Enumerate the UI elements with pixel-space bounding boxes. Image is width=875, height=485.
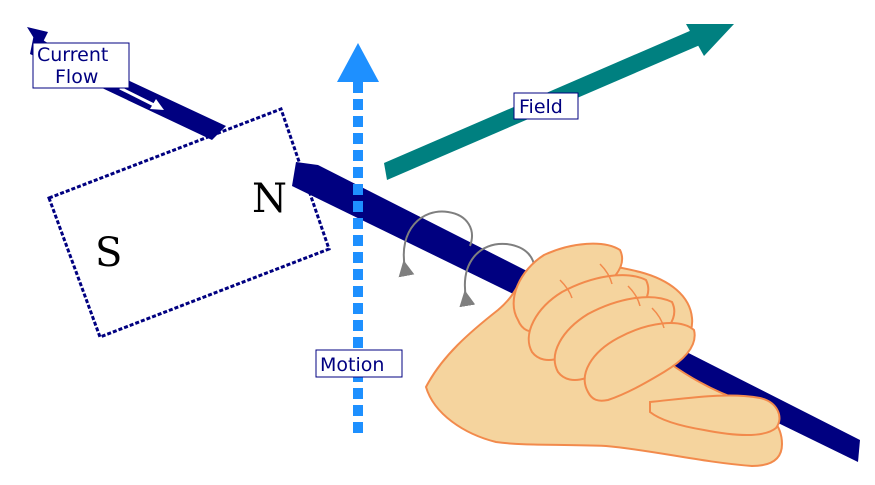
curl-arrow-right: [459, 242, 536, 308]
label-field-box: [513, 92, 579, 120]
label-current-flow: Current Flow: [32, 42, 130, 89]
motion-arrow-head: [337, 43, 379, 82]
curl-arrow-left: [398, 210, 473, 278]
label-field: Field: [513, 92, 579, 120]
field-arrow-head: [686, 24, 734, 56]
label-motion: Motion: [315, 349, 403, 378]
label-field-text: Field: [519, 96, 563, 118]
hand-finger-little: [583, 322, 696, 402]
label-motion-text: Motion: [320, 354, 384, 376]
current-direction-arrowhead: [150, 99, 164, 110]
hand-thumb: [649, 394, 781, 436]
label-current-line2: Flow: [55, 66, 98, 88]
label-current-line1: Current: [37, 44, 108, 66]
label-current-flow-box: [32, 42, 130, 89]
magnet-body: [47, 107, 331, 339]
label-motion-box: [315, 349, 403, 378]
current-direction-line: [119, 86, 159, 109]
magnet: N S: [47, 107, 331, 339]
magnet-north-label: N: [252, 176, 287, 222]
curl-arrows: [398, 210, 536, 308]
magnet-south-label: S: [95, 230, 122, 276]
hand: [424, 242, 784, 468]
hand-knuckle-lines: [559, 263, 665, 329]
